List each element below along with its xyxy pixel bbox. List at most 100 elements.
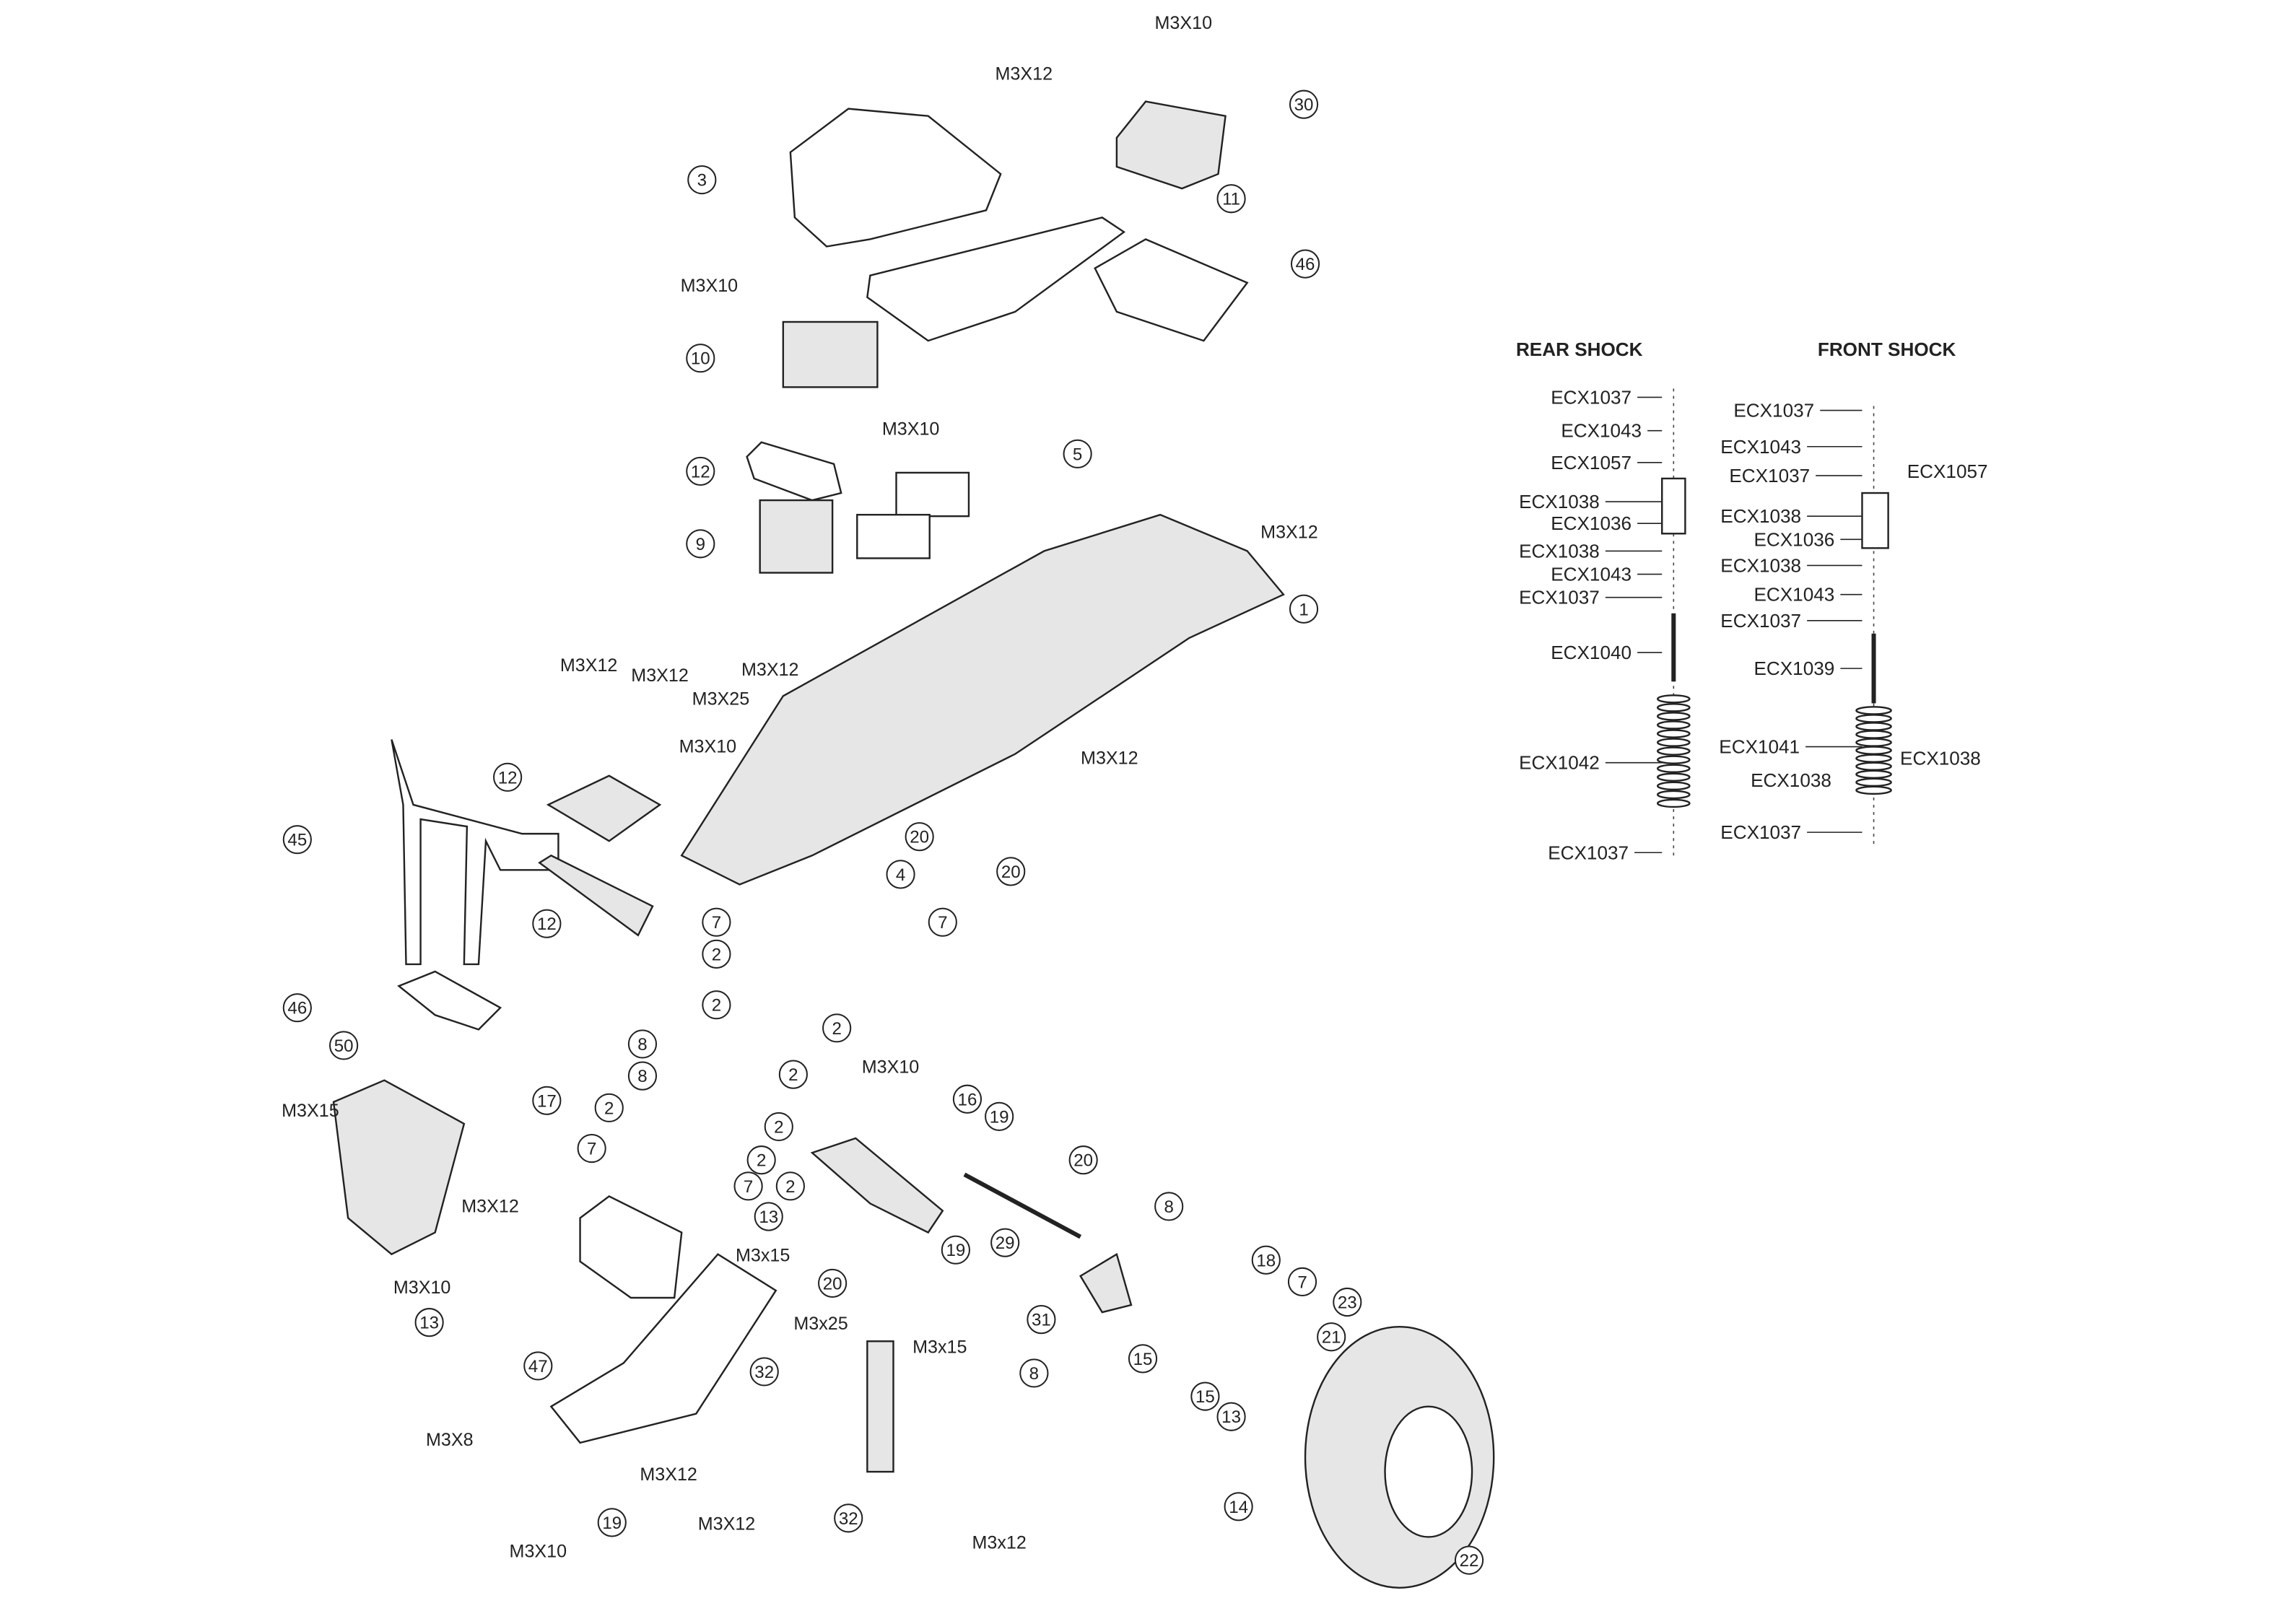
rear-shock-part-label: ECX1038 (1751, 769, 1831, 791)
hardware-label: M3X10 (862, 1057, 920, 1078)
callout-28: 2 (594, 1093, 624, 1122)
body-mount-part (397, 970, 502, 1031)
callout-number: 29 (996, 1234, 1015, 1253)
callout-20: 2 (702, 990, 731, 1020)
callout-number: 9 (696, 535, 705, 554)
hardware-label: M3X12 (996, 64, 1053, 84)
front-spring-coil (1855, 730, 1892, 739)
hardware-label: M3X25 (692, 689, 750, 709)
callout-22: 8 (627, 1029, 658, 1059)
callout-circle (1128, 1344, 1158, 1374)
rear-shock-body (1661, 477, 1686, 535)
callout-5: 12 (686, 456, 715, 486)
callout-number: 47 (528, 1357, 548, 1376)
callout-circle (905, 822, 934, 852)
callout-10: 45 (282, 825, 312, 855)
callout-circle (1216, 1402, 1246, 1431)
callout-number: 4 (896, 865, 905, 885)
front-spring-coil (1855, 777, 1892, 787)
callout-number: 50 (334, 1036, 354, 1056)
rear-shock-part-label: ECX1057 (1551, 452, 1632, 473)
bumper-part (538, 854, 654, 937)
callout-number: 32 (839, 1509, 858, 1529)
callout-circle (952, 1084, 983, 1114)
callout-circle (523, 1351, 553, 1381)
front-spring-coil (1855, 746, 1892, 755)
rear-spring-coil (1657, 694, 1691, 704)
callout-circle (282, 993, 312, 1023)
callout-number: 15 (1133, 1350, 1153, 1369)
shock-tower-rear-part (391, 739, 559, 966)
front-shock-part-label: ECX1037 (1720, 610, 1801, 632)
callout-circle (493, 762, 523, 792)
skid-plate-part (549, 1253, 777, 1444)
callout-32: 20 (1068, 1145, 1098, 1175)
battery-part-2 (856, 513, 931, 559)
callout-number: 20 (1001, 863, 1021, 882)
front-spring-coil (1855, 738, 1892, 747)
hardware-label: M3X12 (1081, 748, 1138, 769)
callout-number: 13 (1221, 1407, 1241, 1427)
callout-number: 19 (946, 1241, 965, 1260)
callout-circle (329, 1031, 359, 1060)
callout-circle (886, 860, 915, 889)
callout-4: 10 (686, 344, 715, 373)
callout-37: 29 (990, 1228, 1020, 1257)
callout-circle (532, 909, 562, 938)
callout-number: 2 (832, 1019, 841, 1039)
callout-circle (1019, 1358, 1049, 1388)
callout-number: 7 (712, 913, 721, 933)
callout-circle (778, 1060, 808, 1089)
callout-number: 17 (537, 1091, 557, 1111)
callout-number: 32 (754, 1363, 774, 1382)
callout-circle (1333, 1287, 1362, 1317)
front-shock-part-label: ECX1037 (1720, 821, 1801, 843)
callout-12: 4 (886, 860, 915, 889)
callout-13: 20 (996, 857, 1026, 886)
callout-14: 7 (702, 907, 731, 937)
callout-number: 2 (774, 1117, 783, 1137)
rear-spring-coil (1657, 764, 1691, 773)
wheel-part (1384, 1405, 1473, 1538)
front-spring-coil (1855, 785, 1892, 795)
hardware-label: M3x15 (736, 1246, 790, 1266)
front-shock-part-label: ECX1037 (1729, 465, 1810, 486)
callout-31: 2 (746, 1145, 776, 1175)
front-shock-part-label: ECX1041 (1719, 736, 1800, 758)
callout-24: 2 (778, 1060, 808, 1089)
callout-number: 20 (1073, 1151, 1093, 1171)
callout-41: 18 (1251, 1245, 1281, 1275)
callout-circle (749, 1357, 779, 1387)
hinge-pin-part (963, 1172, 1082, 1239)
callout-number: 8 (1164, 1197, 1173, 1217)
callout-number: 8 (637, 1067, 647, 1086)
callout-circle (928, 907, 957, 937)
battery-part-1 (895, 471, 970, 518)
callout-circle (597, 1508, 627, 1537)
callout-29: 2 (764, 1112, 793, 1142)
callout-circle (1289, 90, 1319, 119)
callout-circle (818, 1268, 848, 1298)
callout-circle (702, 939, 731, 969)
callout-circle (594, 1093, 624, 1122)
front-shock-part-label: ECX1037 (1733, 400, 1814, 422)
callout-17: 12 (532, 909, 562, 938)
callout-circle (702, 907, 731, 937)
plate-part (1094, 238, 1249, 342)
callout-number: 7 (1297, 1272, 1307, 1292)
callout-1: 30 (1289, 90, 1319, 119)
hardware-label: M3X8 (426, 1430, 474, 1450)
rear-shock-part-label: ECX1036 (1551, 512, 1632, 534)
callout-16: 2 (702, 939, 731, 969)
callout-circle (687, 165, 717, 195)
shock-tower-front-part (332, 1079, 466, 1256)
callout-number: 11 (1222, 190, 1240, 209)
callout-43: 31 (1027, 1305, 1056, 1335)
callout-number: 8 (637, 1035, 647, 1055)
callout-circle (1190, 1381, 1220, 1411)
hardware-label: M3X12 (1260, 522, 1318, 542)
callout-35: 13 (754, 1202, 783, 1231)
hardware-label: M3x25 (793, 1314, 848, 1334)
